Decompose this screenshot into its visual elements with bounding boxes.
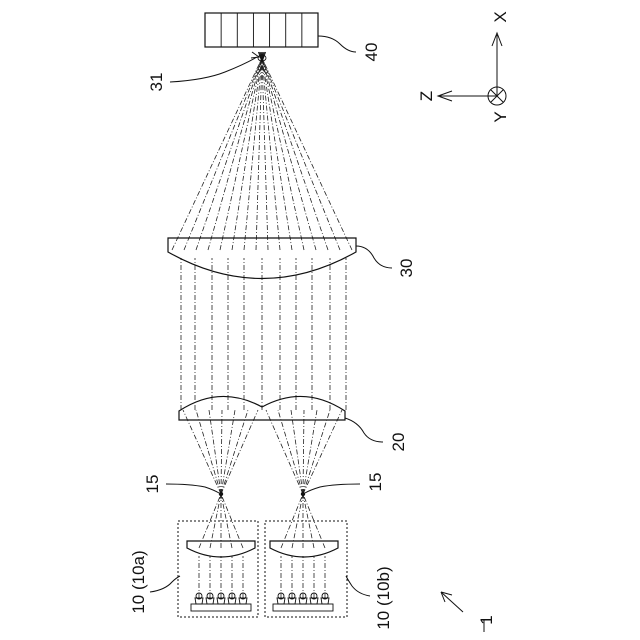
ray	[221, 410, 222, 494]
label-31: 31	[147, 73, 166, 92]
ray	[291, 410, 303, 494]
ray	[303, 410, 342, 494]
leader-40	[318, 36, 356, 52]
focus-point-15b	[301, 492, 305, 496]
leader-10a	[150, 576, 180, 592]
label-15b: 15	[366, 473, 385, 492]
ray	[303, 410, 304, 494]
ray	[262, 58, 304, 250]
ray	[262, 58, 352, 250]
ray	[281, 494, 303, 548]
module-10a	[178, 521, 258, 617]
label-1: 1	[477, 615, 496, 624]
ray	[262, 58, 292, 250]
leader-15b	[305, 484, 360, 493]
ray	[278, 410, 303, 494]
axis-label-x: X	[491, 11, 510, 22]
axis-label-z: Z	[417, 91, 436, 101]
leader-15a	[166, 484, 219, 493]
focus-point-15a	[219, 492, 223, 496]
ray	[221, 410, 248, 494]
detector-40	[205, 13, 318, 47]
leader-20	[345, 418, 383, 442]
leader-lines	[150, 36, 463, 612]
axis-label-y: Y	[491, 111, 510, 122]
label-20: 20	[389, 433, 408, 452]
ray	[196, 58, 262, 250]
ray	[266, 410, 303, 494]
label-15a: 15	[143, 475, 162, 494]
label-10a: 10 (10a)	[129, 550, 148, 613]
labels: 40 31 30 20 15 15 10 (10a) 10 (10b) 1 X …	[129, 11, 510, 632]
ray	[303, 494, 314, 548]
leader-30	[356, 246, 392, 268]
ray	[262, 58, 340, 250]
leader-31	[170, 57, 257, 82]
ray	[184, 58, 262, 250]
ray	[208, 58, 262, 250]
label-40: 40	[362, 43, 381, 62]
ray	[172, 58, 262, 250]
label-10b: 10 (10b)	[374, 566, 393, 629]
module-10b	[265, 521, 347, 617]
ray	[232, 58, 262, 250]
light-rays	[172, 52, 352, 598]
ray	[221, 410, 258, 494]
ray	[221, 410, 235, 494]
leader-10b	[346, 576, 370, 596]
ray	[303, 410, 330, 494]
ray	[196, 410, 221, 494]
ray	[262, 58, 328, 250]
label-30: 30	[397, 259, 416, 278]
ray	[303, 410, 317, 494]
ray	[262, 58, 316, 250]
ray	[220, 58, 262, 250]
axes-indicator	[438, 33, 506, 105]
